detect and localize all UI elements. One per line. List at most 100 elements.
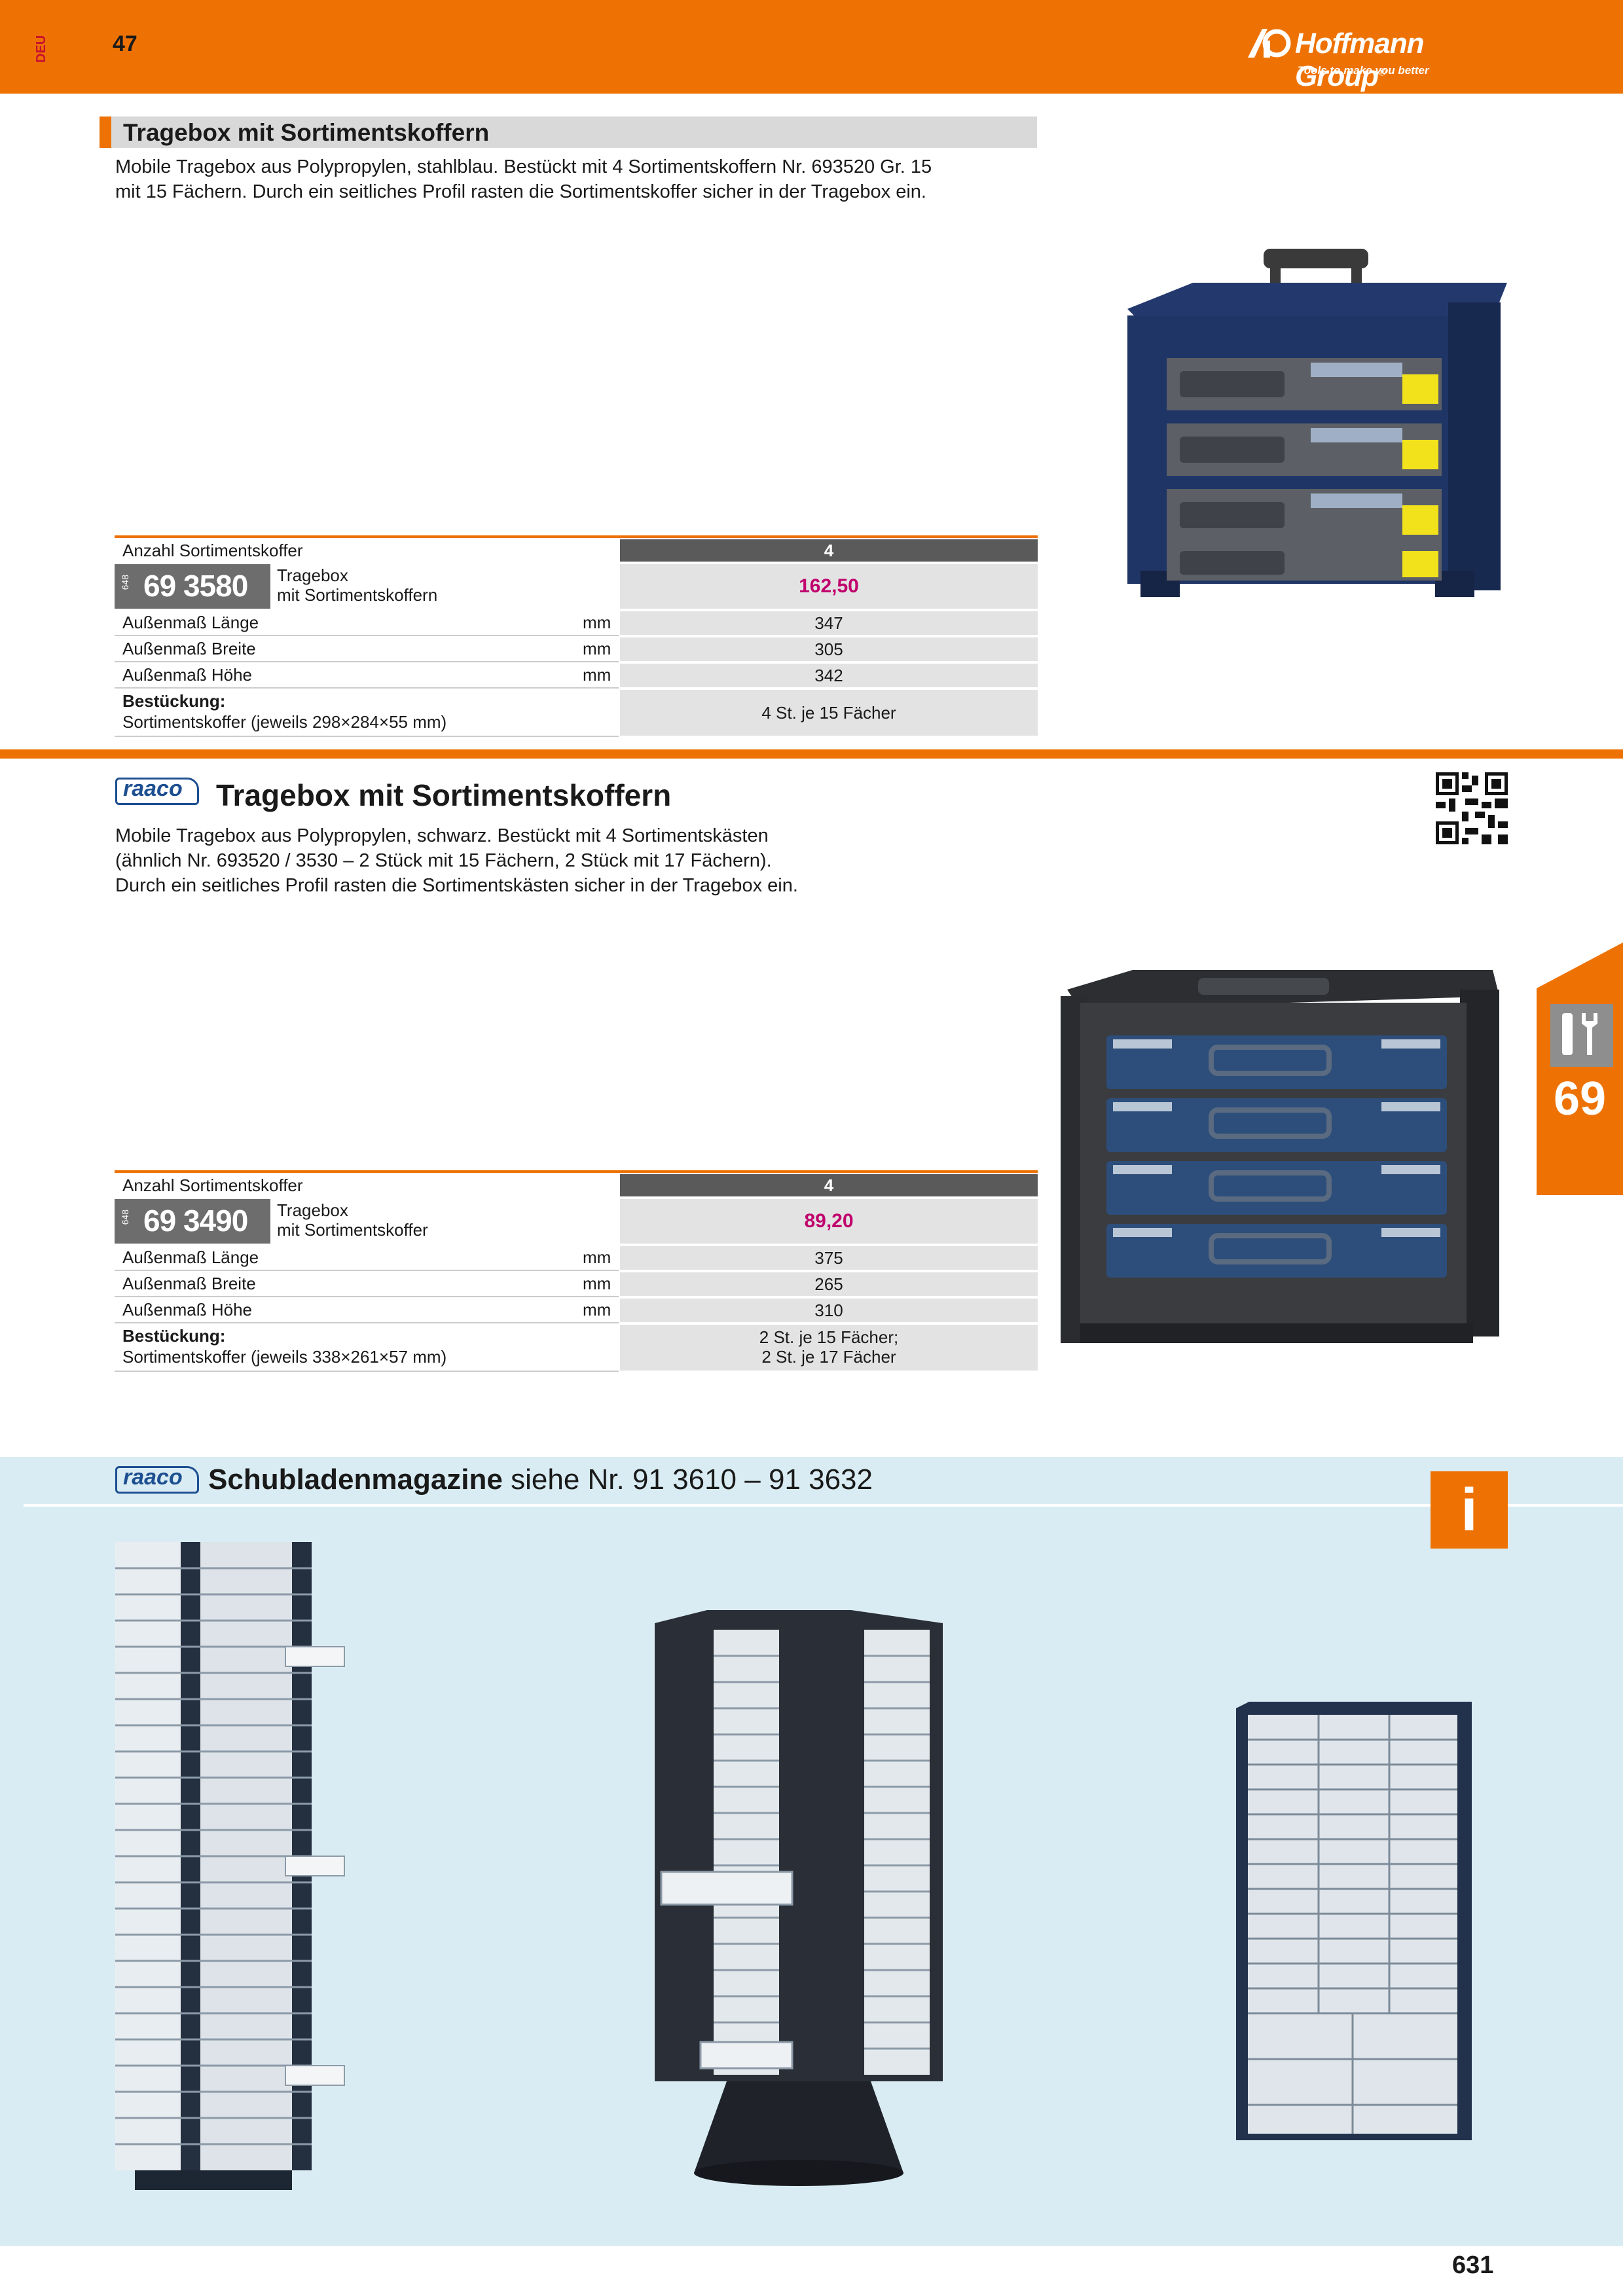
row-unit: mm xyxy=(583,665,611,685)
row-value: 375 xyxy=(620,1246,1038,1270)
hoffmann-logo[interactable]: Hoffmann Group® Tools to make you better xyxy=(1244,24,1519,92)
row-divider xyxy=(115,1270,619,1271)
row-unit: mm xyxy=(583,1274,611,1293)
row-value: 347 xyxy=(620,611,1038,635)
header-bar xyxy=(0,0,1623,94)
section-title-reference: siehe Nr. 91 3610 – 91 3632 xyxy=(502,1463,873,1496)
product-image-tall-tower xyxy=(115,1542,345,2190)
product-table-693490: Anzahl Sortimentskoffer 4 648 69 3490 Tr… xyxy=(115,1170,1038,1373)
equipment-value: 2 St. je 15 Fächer; 2 St. je 17 Fächer xyxy=(620,1325,1038,1371)
row-value: 310 xyxy=(620,1299,1038,1322)
equipment-detail: Sortimentskoffer (jeweils 338×261×57 mm) xyxy=(122,1347,447,1367)
article-price: 162,50 xyxy=(620,564,1038,609)
section-title-bold: Schubladenmagazine xyxy=(208,1463,503,1496)
table-header-line xyxy=(115,535,1038,538)
article-number-box[interactable]: 648 69 3580 xyxy=(115,564,270,609)
row-value: 305 xyxy=(620,637,1038,661)
table-header-line xyxy=(115,1170,1038,1173)
row-unit: mm xyxy=(583,613,611,632)
row-label: Außenmaß Höhe xyxy=(122,1300,252,1319)
table-row: Außenmaß Breite mm 265 xyxy=(115,1272,1038,1297)
product-image-blue-carrybox xyxy=(1127,249,1507,597)
row-divider xyxy=(115,1296,619,1297)
raaco-brand-text: raaco xyxy=(123,1465,183,1490)
section-title-bar: Tragebox mit Sortimentskoffern xyxy=(100,117,1037,148)
equipment-row: Bestückung: Sortimentskoffer (jeweils 29… xyxy=(115,690,1038,737)
table-header-row: Anzahl Sortimentskoffer 4 xyxy=(115,539,1038,562)
product-table-693580: Anzahl Sortimentskoffer 4 648 69 3580 Tr… xyxy=(115,535,1038,738)
brand-name: Hoffmann Group® xyxy=(1295,27,1425,92)
row-label: Außenmaß Länge xyxy=(122,1247,259,1267)
row-label: Außenmaß Breite xyxy=(122,639,256,658)
article-prefix: 648 xyxy=(120,575,130,590)
row-value: 265 xyxy=(620,1272,1038,1296)
article-price: 89,20 xyxy=(620,1199,1038,1244)
header-value: 4 xyxy=(620,1174,1038,1196)
article-number: 69 3580 xyxy=(143,569,248,603)
chapter-side-tab[interactable] xyxy=(1537,942,1623,1195)
table-row: Außenmaß Höhe mm 310 xyxy=(115,1299,1038,1323)
raaco-brand-text: raaco xyxy=(123,776,183,801)
section-separator xyxy=(0,749,1623,759)
country-code: DEU xyxy=(34,35,48,63)
brand-tagline: Tools to make you better xyxy=(1298,64,1429,77)
page-number: 631 xyxy=(1452,2251,1494,2279)
product-image-black-carrybox xyxy=(1061,970,1499,1343)
row-label: Außenmaß Länge xyxy=(122,613,259,632)
section-description: Mobile Tragebox aus Polypropylen, schwar… xyxy=(115,823,1097,898)
row-divider xyxy=(115,1371,619,1372)
row-divider xyxy=(115,687,619,689)
article-row[interactable]: 648 69 3580 Tragebox mit Sortimentskoffe… xyxy=(115,564,1038,609)
article-number-box[interactable]: 648 69 3490 xyxy=(115,1199,270,1244)
chapter-number: 69 xyxy=(1553,1073,1607,1125)
table-row: Außenmaß Höhe mm 342 xyxy=(115,664,1038,689)
header-value: 4 xyxy=(620,539,1038,562)
article-number: 69 3490 xyxy=(143,1204,248,1238)
section-title[interactable]: Schubladenmagazine siehe Nr. 91 3610 – 9… xyxy=(208,1463,873,1496)
row-unit: mm xyxy=(583,1300,611,1319)
product-image-rotating-tower xyxy=(655,1610,943,2186)
table-row: Außenmaß Breite mm 305 xyxy=(115,637,1038,662)
catalog-page-number: 47 xyxy=(113,31,137,56)
section-description: Mobile Tragebox aus Polypropylen, stahlb… xyxy=(115,154,1097,204)
table-row: Außenmaß Länge mm 347 xyxy=(115,611,1038,636)
table-header-row: Anzahl Sortimentskoffer 4 xyxy=(115,1174,1038,1196)
row-divider xyxy=(115,736,619,737)
header-label: Anzahl Sortimentskoffer xyxy=(122,1175,303,1195)
equipment-value: 4 St. je 15 Fächer xyxy=(620,690,1038,736)
row-divider xyxy=(115,661,619,662)
description-line: (ähnlich Nr. 693520 / 3530 – 2 Stück mit… xyxy=(115,850,772,871)
article-row[interactable]: 648 69 3490 Tragebox mit Sortimentskoffe… xyxy=(115,1199,1038,1244)
row-divider xyxy=(115,1322,619,1323)
section-title: Tragebox mit Sortimentskoffern xyxy=(216,778,672,812)
header-label: Anzahl Sortimentskoffer xyxy=(122,541,303,560)
info-icon[interactable]: i xyxy=(1431,1471,1508,1549)
product-image-drawer-cabinet xyxy=(1236,1702,1472,2140)
description-line: mit 15 Fächern. Durch ein seitliches Pro… xyxy=(115,181,926,202)
tools-icon xyxy=(1550,1004,1613,1067)
raaco-logo: raaco xyxy=(115,776,202,806)
section-title: Tragebox mit Sortimentskoffern xyxy=(123,119,490,146)
row-unit: mm xyxy=(583,639,611,658)
row-label: Außenmaß Breite xyxy=(122,1274,256,1293)
description-line: Durch ein seitliches Profil rasten die S… xyxy=(115,875,798,896)
hoffmann-logo-icon xyxy=(1248,29,1291,58)
section-divider xyxy=(24,1504,1623,1507)
title-accent xyxy=(100,117,111,148)
article-name: Tragebox mit Sortimentskoffern xyxy=(277,565,438,605)
article-prefix: 648 xyxy=(120,1210,130,1225)
row-value: 342 xyxy=(620,664,1038,687)
row-label: Außenmaß Höhe xyxy=(122,665,252,685)
equipment-label: Bestückung: xyxy=(122,1326,226,1346)
description-line: Mobile Tragebox aus Polypropylen, stahlb… xyxy=(115,156,932,177)
qr-code-icon[interactable] xyxy=(1436,772,1508,844)
row-unit: mm xyxy=(583,1247,611,1267)
raaco-logo: raaco xyxy=(115,1465,202,1495)
equipment-row: Bestückung: Sortimentskoffer (jeweils 33… xyxy=(115,1325,1038,1372)
table-row: Außenmaß Länge mm 375 xyxy=(115,1246,1038,1271)
equipment-detail: Sortimentskoffer (jeweils 298×284×55 mm) xyxy=(122,712,447,732)
description-line: Mobile Tragebox aus Polypropylen, schwar… xyxy=(115,825,769,846)
equipment-label: Bestückung: xyxy=(122,691,226,711)
article-name: Tragebox mit Sortimentskoffer xyxy=(277,1200,428,1240)
row-divider xyxy=(115,635,619,636)
